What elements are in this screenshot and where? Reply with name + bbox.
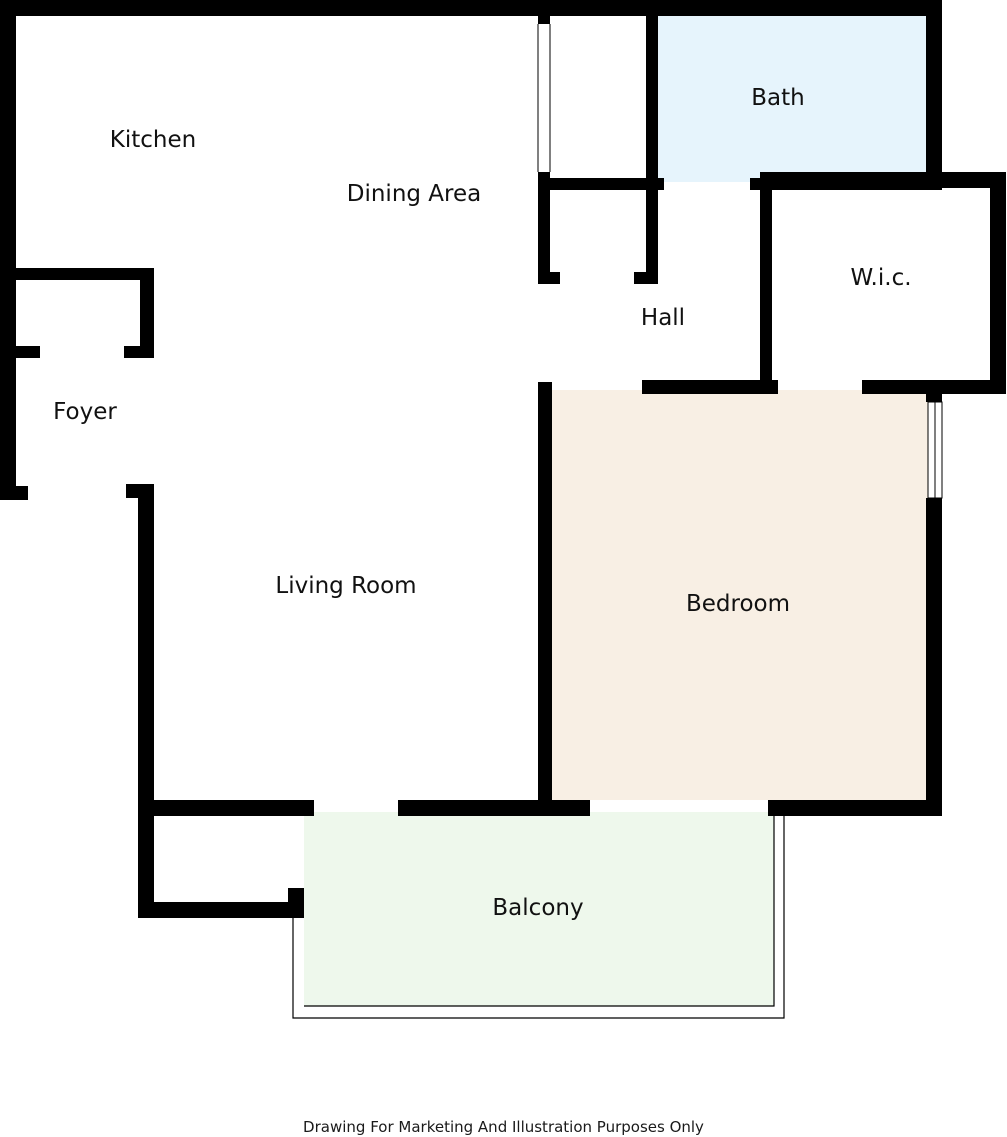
disclaimer-text: Drawing For Marketing And Illustration P…: [303, 1118, 704, 1136]
walls: [0, 0, 1006, 918]
bath-label: Bath: [751, 85, 804, 111]
living-room-label: Living Room: [275, 573, 416, 599]
bedroom-label: Bedroom: [686, 591, 790, 617]
balcony-label: Balcony: [492, 895, 583, 921]
foyer-label: Foyer: [53, 399, 117, 425]
bedroom-window: [927, 401, 943, 499]
hall-label: Hall: [641, 305, 685, 331]
bedroom-fill: [548, 390, 928, 800]
balcony-fill: [304, 812, 774, 1006]
bath-fill: [654, 16, 930, 182]
kitchen-label: Kitchen: [110, 127, 196, 153]
balcony-railing: [292, 814, 785, 1019]
wic-label: W.i.c.: [850, 265, 911, 291]
dining-window: [537, 24, 551, 172]
dining-area-label: Dining Area: [347, 181, 482, 207]
